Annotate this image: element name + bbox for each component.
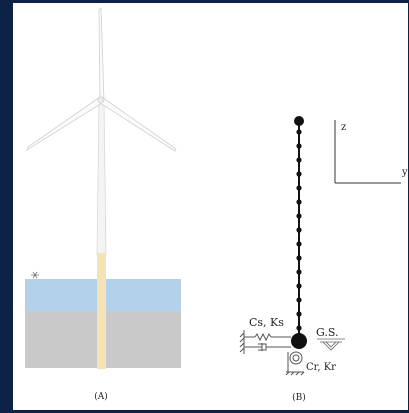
lumped-mass (296, 297, 302, 303)
lumped-mass (296, 185, 302, 191)
lumped-mass (296, 157, 302, 163)
rotational-spring-label: Cr, Kr (306, 362, 336, 373)
lumped-mass (296, 129, 302, 135)
lumped-mass (296, 241, 302, 247)
monopile (97, 253, 106, 369)
spring-label: Cs, Ks (249, 316, 284, 329)
ground-surface-label: G.S. (316, 326, 339, 339)
panel-a: (A) (25, 7, 181, 402)
y-axis-label: y (401, 167, 408, 178)
lumped-mass (296, 255, 302, 261)
z-axis-label: z (341, 122, 346, 133)
lumped-masses (296, 129, 302, 331)
lateral-spring-damper (239, 330, 291, 354)
panel-b-caption: (B) (292, 392, 306, 403)
panel-b: Cs, Ks Cr, Kr G.S. (B) (239, 116, 345, 403)
rotational-spring (285, 351, 305, 376)
lumped-mass (296, 213, 302, 219)
foundation-node (291, 333, 307, 349)
lumped-mass (296, 199, 302, 205)
nacelle-hub (97, 96, 105, 104)
lumped-mass (296, 283, 302, 289)
water-level-marker (31, 271, 39, 279)
lumped-mass (296, 171, 302, 177)
top-mass (294, 116, 304, 126)
tower (96, 101, 107, 256)
lumped-mass (296, 311, 302, 317)
rotor-blades (26, 7, 177, 152)
lumped-mass (296, 269, 302, 275)
lumped-mass (296, 143, 302, 149)
panel-a-caption: (A) (94, 391, 108, 402)
lumped-mass (296, 227, 302, 233)
coordinate-axes: z y (334, 120, 408, 184)
ground-surface-symbol (317, 338, 345, 351)
lumped-mass (296, 325, 302, 331)
